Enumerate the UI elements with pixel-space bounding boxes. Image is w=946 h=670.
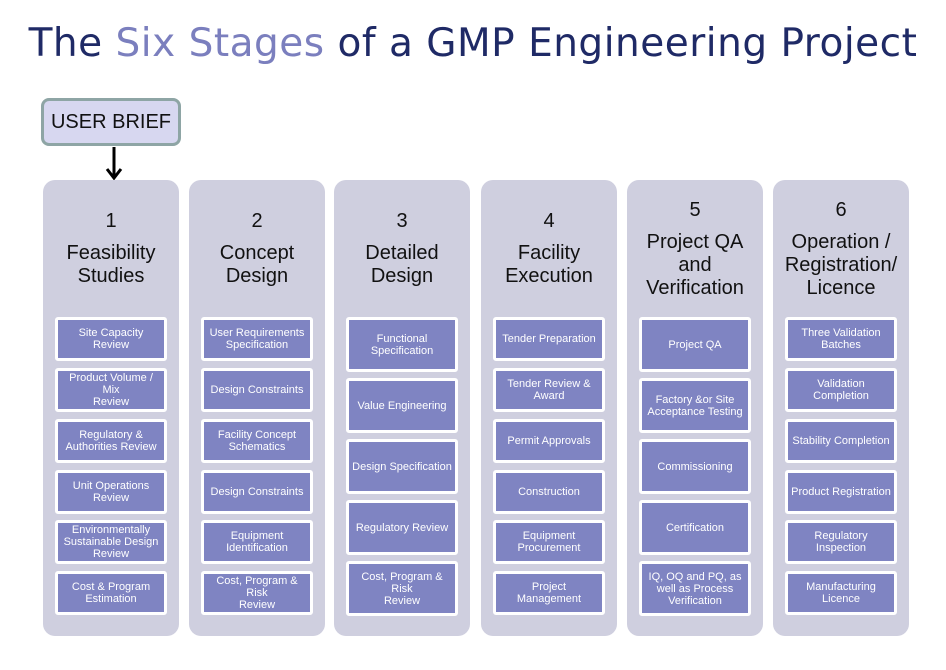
stage-column-2: 2 Concept Design User Requirements Speci… <box>189 180 325 636</box>
task-box: Design Constraints <box>201 470 313 514</box>
stage-title: Concept Design <box>219 242 295 287</box>
stage-column-6: 6 Operation / Registration/ Licence Thre… <box>773 180 909 636</box>
stage-column-1: 1 Feasibility Studies Site Capacity Revi… <box>43 180 179 636</box>
task-box: Manufacturing Licence <box>785 571 897 615</box>
stage-title: Project QA and Verification <box>646 231 744 299</box>
stage-heading: 3 Detailed Design <box>334 210 470 288</box>
task-box: Environmentally Sustainable Design Revie… <box>55 520 167 564</box>
task-box: Cost, Program & Risk Review <box>346 561 458 616</box>
stage-heading: 5 Project QA and Verification <box>627 199 763 300</box>
task-box: Product Registration <box>785 470 897 514</box>
task-box: Project Management <box>493 571 605 615</box>
stage-number: 6 <box>835 199 847 221</box>
stage-column-5: 5 Project QA and Verification Project QA… <box>627 180 763 636</box>
task-box: Regulatory Inspection <box>785 520 897 564</box>
stage-heading: 2 Concept Design <box>189 210 325 288</box>
task-box: Stability Completion <box>785 419 897 463</box>
title-part-1: The <box>28 21 116 66</box>
task-box: Design Constraints <box>201 368 313 412</box>
down-arrow-icon <box>105 147 123 181</box>
task-box: Cost, Program & Risk Review <box>201 571 313 615</box>
stage-number: 2 <box>251 210 263 232</box>
task-box: Site Capacity Review <box>55 317 167 361</box>
task-box: Value Engineering <box>346 378 458 433</box>
stage-heading: 1 Feasibility Studies <box>43 210 179 288</box>
stage-number: 3 <box>396 210 408 232</box>
task-box: Factory &or Site Acceptance Testing <box>639 378 751 433</box>
stage-column-3: 3 Detailed Design Functional Specificati… <box>334 180 470 636</box>
task-box: Regulatory & Authorities Review <box>55 419 167 463</box>
stage-number: 5 <box>689 199 701 221</box>
task-box: Design Specification <box>346 439 458 494</box>
task-box: Unit Operations Review <box>55 470 167 514</box>
stage-title: Feasibility Studies <box>66 242 156 287</box>
task-box: Tender Review & Award <box>493 368 605 412</box>
task-box: Equipment Identification <box>201 520 313 564</box>
task-box: Three Validation Batches <box>785 317 897 361</box>
stage-number: 4 <box>543 210 555 232</box>
stage-title: Facility Execution <box>505 242 593 287</box>
task-box: Commissioning <box>639 439 751 494</box>
user-brief-box: USER BRIEF <box>41 98 181 146</box>
task-box: Cost & Program Estimation <box>55 571 167 615</box>
stage-title: Detailed Design <box>365 242 439 287</box>
task-box: Tender Preparation <box>493 317 605 361</box>
task-box: Functional Specification <box>346 317 458 372</box>
task-box: User Requirements Specification <box>201 317 313 361</box>
task-box: Permit Approvals <box>493 419 605 463</box>
task-box: Validation Completion <box>785 368 897 412</box>
task-box: Facility Concept Schematics <box>201 419 313 463</box>
stage-column-4: 4 Facility Execution Tender Preparation … <box>481 180 617 636</box>
task-box: Product Volume / Mix Review <box>55 368 167 412</box>
task-box: IQ, OQ and PQ, as well as Process Verifi… <box>639 561 751 616</box>
stage-heading: 4 Facility Execution <box>481 210 617 288</box>
task-box: Certification <box>639 500 751 555</box>
title-part-2: of a GMP Engineering Project <box>324 21 918 66</box>
task-box: Equipment Procurement <box>493 520 605 564</box>
task-box: Project QA <box>639 317 751 372</box>
stage-number: 1 <box>105 210 117 232</box>
stage-title: Operation / Registration/ Licence <box>784 231 898 299</box>
stage-heading: 6 Operation / Registration/ Licence <box>773 199 909 300</box>
page-title: The Six Stages of a GMP Engineering Proj… <box>0 14 946 74</box>
task-box: Construction <box>493 470 605 514</box>
title-accent: Six Stages <box>115 21 325 66</box>
task-box: Regulatory Review <box>346 500 458 555</box>
